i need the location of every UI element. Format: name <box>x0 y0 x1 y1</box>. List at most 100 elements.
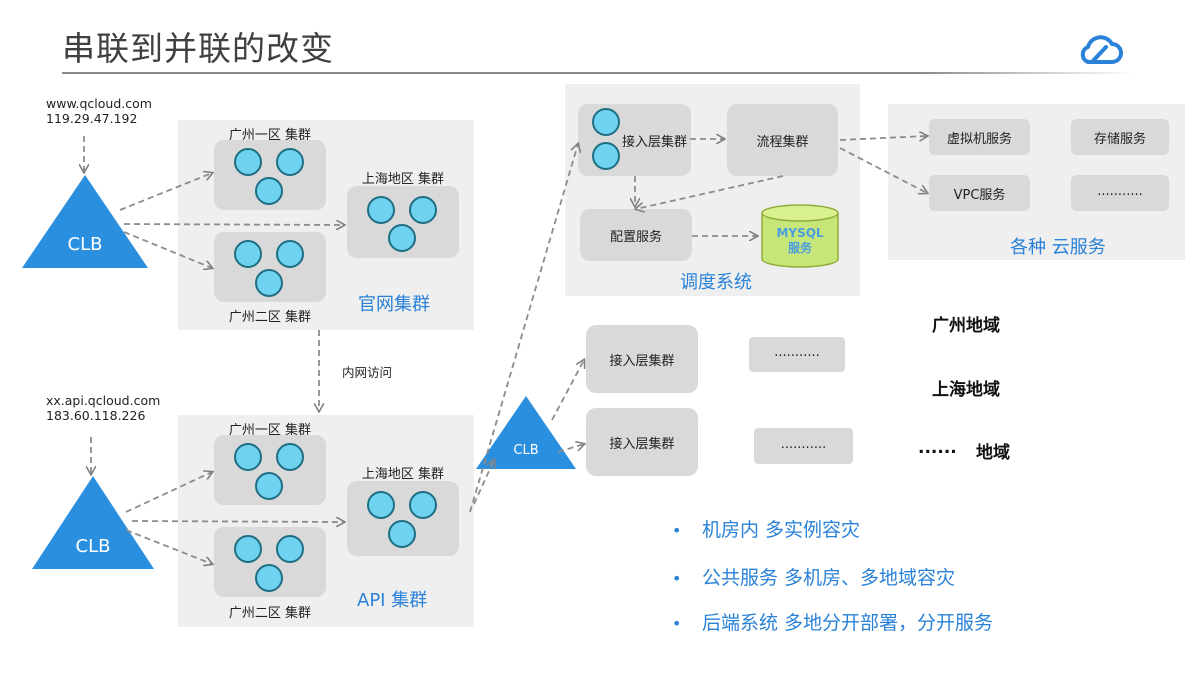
regional-dots-2: ........... <box>754 428 853 464</box>
intranet-label: 内网访问 <box>342 365 393 380</box>
database-icon <box>761 204 839 268</box>
arrow <box>131 521 344 522</box>
arrow <box>839 136 927 140</box>
bullet-text: 后端系统 多地分开部署，分开服务 <box>702 612 994 634</box>
mysql-label-line1: MYSQL <box>776 226 824 240</box>
regional-access-2: 接入层集群 <box>586 408 698 476</box>
more-service-label: ........... <box>1097 184 1143 199</box>
bullet-list: •机房内 多实例容灾 • 公共服务 多机房、多地域容灾 • 后端系统 多地分开部署，… <box>672 515 993 635</box>
api-gz2-label: 广州二区 集群 <box>228 606 312 621</box>
regional-access-2-label: 接入层集群 <box>609 437 675 452</box>
arrow <box>551 360 584 421</box>
cloud-services-label: 各种 云服务 <box>1010 237 1106 258</box>
scheduling-label: 调度系统 <box>680 272 752 293</box>
regional-dots-2-label: ........... <box>780 437 827 452</box>
config-service-label: 配置服务 <box>609 230 662 245</box>
official-gz1-label: 广州一区 集群 <box>228 128 312 143</box>
config-service: 配置服务 <box>580 209 692 261</box>
regional-dots-1: ........... <box>749 337 845 372</box>
api-gz1-cluster <box>214 435 326 505</box>
ip-bottom: 183.60.118.226 <box>46 408 146 423</box>
official-sh-cluster <box>347 186 459 258</box>
storage-service-label: 存储服务 <box>1093 132 1146 147</box>
node-icon <box>234 443 262 471</box>
bullet-text: 公共服务 多机房、多地域容灾 <box>702 567 956 589</box>
more-service: ........... <box>1071 175 1169 211</box>
arrow <box>636 175 784 209</box>
ip-top: 119.29.47.192 <box>46 111 138 126</box>
dns-top: www.qcloud.com 119.29.47.192 <box>46 96 152 126</box>
node-icon <box>255 564 283 592</box>
vm-service: 虚拟机服务 <box>929 119 1030 155</box>
vpc-service: VPC服务 <box>929 175 1030 211</box>
official-sh-label: 上海地区 集群 <box>361 172 445 187</box>
bullet-item: • 公共服务 多机房、多地域容灾 <box>672 563 993 608</box>
arrow <box>557 444 584 453</box>
clb-bottom <box>32 476 154 569</box>
regional-access-1-label: 接入层集群 <box>609 354 675 369</box>
api-sh-label: 上海地区 集群 <box>361 467 445 482</box>
bullet-marker: • <box>672 614 682 633</box>
scheduling-access-cluster: 接入层集群 <box>578 104 691 176</box>
api-sh-cluster <box>347 481 459 556</box>
region-guangzhou: 广州地域 <box>932 316 1000 336</box>
bullet-item: • 后端系统 多地分开部署，分开服务 <box>672 608 993 635</box>
region-shanghai: 上海地域 <box>932 380 1000 400</box>
node-icon <box>255 177 283 205</box>
api-gz2-cluster <box>214 527 326 597</box>
clb-top <box>22 175 148 268</box>
clb-middle-label: CLB <box>513 443 539 458</box>
arrow <box>123 224 344 225</box>
region-other: 地域 <box>976 443 1010 463</box>
arrow <box>839 147 927 193</box>
node-icon <box>409 491 437 519</box>
bullet-marker: • <box>672 569 682 588</box>
arrow <box>469 144 578 513</box>
arrow <box>123 231 212 268</box>
clb-top-label: CLB <box>67 234 103 255</box>
arrow <box>473 460 494 505</box>
node-icon <box>276 535 304 563</box>
official-gz2-label: 广州二区 集群 <box>228 310 312 325</box>
node-icon <box>255 472 283 500</box>
node-icon <box>409 196 437 224</box>
node-icon <box>234 240 262 268</box>
api-cluster-label: API 集群 <box>357 590 428 611</box>
regional-access-1: 接入层集群 <box>586 325 698 393</box>
node-icon <box>234 148 262 176</box>
official-gz1-cluster <box>214 140 326 210</box>
official-cluster-label: 官网集群 <box>358 294 430 315</box>
flow-cluster: 流程集群 <box>727 104 838 176</box>
title-divider <box>62 72 1134 74</box>
node-icon <box>388 520 416 548</box>
api-gz1-label: 广州一区 集群 <box>228 423 312 438</box>
vm-service-label: 虚拟机服务 <box>946 132 1012 147</box>
vpc-service-label: VPC服务 <box>953 188 1006 203</box>
arrow <box>125 472 212 513</box>
bullet-text: 机房内 多实例容灾 <box>702 519 861 541</box>
bullet-item: •机房内 多实例容灾 <box>672 515 993 563</box>
region-other-dots: ...... <box>918 438 957 458</box>
page-title: 串联到并联的改变 <box>62 29 334 68</box>
official-gz2-cluster <box>214 232 326 302</box>
node-icon <box>255 269 283 297</box>
arrow <box>125 529 212 564</box>
clb-bottom-label: CLB <box>75 536 111 557</box>
domain-top: www.qcloud.com <box>46 96 152 111</box>
cloud-logo-icon <box>1080 35 1123 64</box>
node-icon <box>276 240 304 268</box>
domain-bottom: xx.api.qcloud.com <box>46 393 161 408</box>
arrow <box>119 173 212 211</box>
mysql-label-line2: 服务 <box>787 241 812 255</box>
clb-middle <box>476 396 576 469</box>
node-icon <box>592 142 620 170</box>
mysql-label: MYSQL 服务 <box>760 226 840 256</box>
node-icon <box>592 108 620 136</box>
node-icon <box>367 196 395 224</box>
dns-bottom: xx.api.qcloud.com 183.60.118.226 <box>46 393 160 423</box>
flow-cluster-label: 流程集群 <box>756 135 809 150</box>
node-icon <box>388 224 416 252</box>
regional-dots-1-label: ........... <box>774 345 820 360</box>
node-icon <box>234 535 262 563</box>
